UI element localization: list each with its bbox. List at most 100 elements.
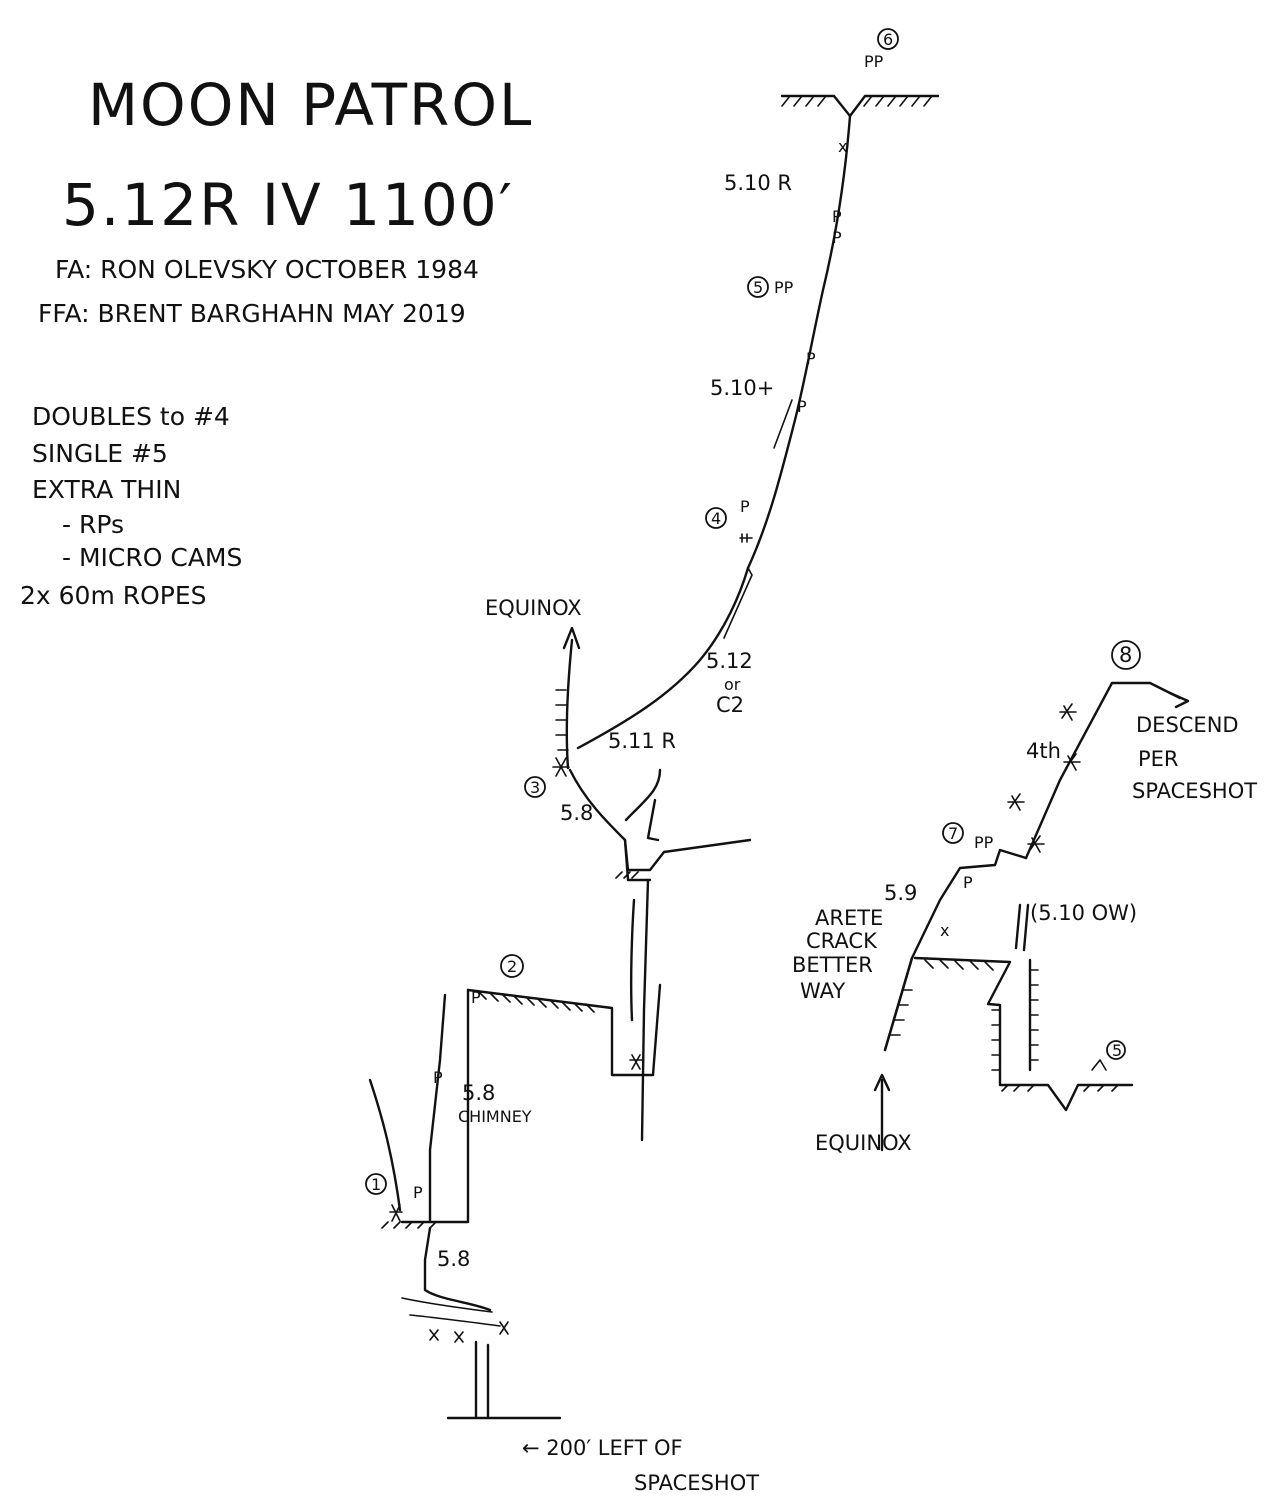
anchor-bolts-6: PP [864,52,884,71]
belay-5: 5 PP [747,276,794,298]
svg-text:4: 4 [711,509,721,528]
grade-pitch-1-chimney: CHIMNEY [458,1107,532,1126]
svg-text:5: 5 [753,278,763,297]
svg-text:1: 1 [371,1175,381,1194]
slab-feature [401,1297,501,1327]
inset-left-wall [883,956,914,1052]
svg-text:8: 8 [1119,643,1132,667]
first-free-ascent: FFA: BRENT BARGHAHN MAY 2019 [38,299,466,328]
grade-pitch-4: 5.12 [706,649,753,673]
rock-outline [624,768,662,822]
gear-line-6: 2x 60m ROPES [20,581,207,610]
belay-1: 1 [365,1173,403,1222]
tree-icons [429,1321,509,1343]
svg-text:3: 3 [530,778,540,797]
arrow-right-icon [1168,691,1190,709]
gear-line-2: SINGLE #5 [32,439,168,468]
wall-hatching [555,689,569,751]
base-crack [446,1340,562,1420]
svg-text:2: 2 [507,957,517,976]
label-equinox-lower: EQUINOX [815,1131,912,1155]
arete-note-1: ARETE [815,906,883,930]
route-line-start [423,1226,492,1312]
tree-icon [389,1204,403,1222]
gear-line-4: - RPs [62,510,124,539]
grade-start: 5.8 [437,1247,470,1271]
gear-line-5: - MICRO CAMS [62,543,242,572]
descend-line-2: PER [1138,747,1179,771]
equinox-branch [565,638,574,770]
chimney-left-wall [368,1078,402,1212]
route-line-pitch-8 [1024,681,1182,860]
pin-marker: P [413,1183,423,1202]
arrow-up-icon [873,1073,891,1092]
grade-offwidth: (5.10 OW) [1030,901,1137,925]
wall-hatching [889,989,913,1036]
first-ascent: FA: RON OLEVSKY OCTOBER 1984 [55,255,479,284]
summit-ledge [780,94,940,118]
tree-icon [629,1054,643,1070]
ledge-hatching [381,1221,437,1229]
flake-feature [773,399,793,449]
belay-5-inset: 5 [1091,1040,1126,1071]
arete-note-3: BETTER [792,953,873,977]
route-grade: 5.12R IV 1100′ [62,171,514,239]
route-line-pitch-3 [568,768,652,882]
label-equinox-upper: EQUINOX [485,596,582,620]
crack-feature [629,898,636,1022]
pin-marker: P [797,397,807,416]
grade-pitch-8: 4th [1026,739,1061,763]
anchor-pin-2: P [471,988,481,1007]
pin-marker: P [963,873,973,892]
route-line-upper [746,114,852,570]
belay-4: 4 P [705,497,750,529]
belay-8: 8 [1111,640,1141,670]
grade-pitch-3-traverse: 5.11 R [608,729,676,753]
anchor-bolts-5: PP [774,278,794,297]
inset-ledge [913,956,1134,1112]
corner-feature [646,798,660,842]
piton-marker [739,533,753,543]
grade-pitch-5: 5.10+ [710,376,774,400]
belay-3: 3 [524,757,570,798]
gear-line-3: EXTRA THIN [32,475,181,504]
svg-text:5: 5 [1112,1041,1122,1060]
belay-7: 7 PP [942,822,994,852]
descend-line-3: SPACESHOT [1132,779,1257,803]
route-line-pitch-2 [640,878,650,1142]
bolt-marker: x [940,921,949,940]
anchor-pin-4: P [740,497,750,516]
grade-pitch-4-or: or [724,675,741,694]
svg-text:6: 6 [883,30,893,49]
ledge-hatching [477,990,595,1013]
wall-hatching [991,969,1119,1092]
grade-pitch-7: 5.9 [884,881,917,905]
approach-note-2: SPACESHOT [634,1471,759,1495]
pin-marker: P [832,207,842,226]
tree-icon [552,757,570,777]
grade-pitch-4-aid: C2 [716,693,744,717]
grade-pitch-6: 5.10 R [724,171,792,195]
pin-marker: P [433,1068,443,1087]
pitch-2-ledge [466,983,662,1077]
descend-line-1: DESCEND [1136,713,1239,737]
svg-text:7: 7 [948,824,958,843]
ledge-outline [623,838,752,872]
belay-6: 6 PP [864,28,899,71]
route-line-pitch-7 [883,848,1028,1052]
anchor-bolts-7: PP [974,833,994,852]
approach-note-1: ← 200′ LEFT OF [522,1436,683,1460]
anchor-icon [1091,1059,1107,1071]
route-line-pitch-1 [428,993,447,1222]
pin-marker: P [806,349,816,368]
pin-marker: P [832,228,842,247]
belay-2: 2 [500,954,524,978]
arrow-up-icon [562,626,581,650]
route-line-pitch-4 [576,566,750,750]
grade-pitch-3-lower: 5.8 [560,801,593,825]
offwidth-feature [1014,903,1030,952]
grade-pitch-1: 5.8 [462,1081,495,1105]
tree-icons [1007,703,1081,853]
gear-line-1: DOUBLES to #4 [32,402,230,431]
